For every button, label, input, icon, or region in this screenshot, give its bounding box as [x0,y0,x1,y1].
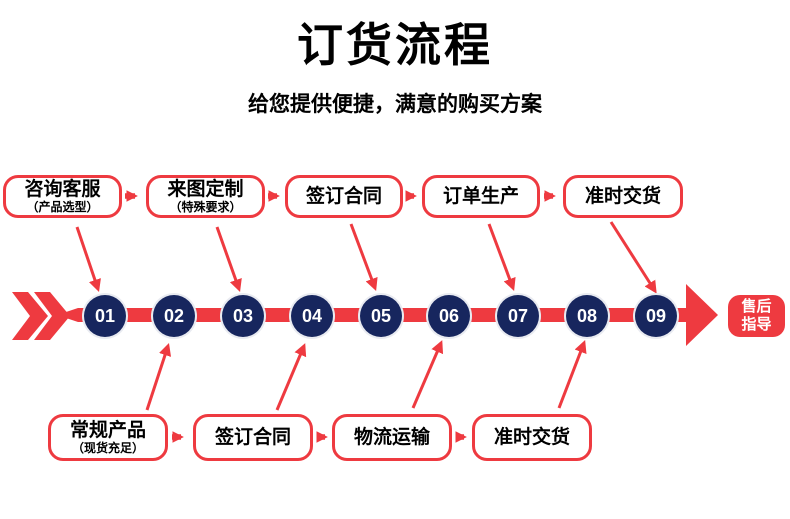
connector-arrow [75,226,101,292]
after-sale-badge-line1: 售后 [741,298,772,315]
step-box-order-production: 订单生产 [422,175,540,218]
step-box-standard-product: 常规产品 （现货充足） [48,414,168,461]
connector-arrow [349,223,378,291]
step-sublabel: （产品选型） [26,200,99,214]
step-box-consult: 咨询客服 （产品选型） [3,175,122,218]
page-title: 订货流程 [297,19,493,71]
step-box-on-time-delivery-bottom: 准时交货 [472,414,592,461]
step-label: 咨询客服 [24,179,101,200]
chevron-left-icon [12,292,48,340]
timeline-step-03: 03 [222,295,264,337]
step-box-sign-contract-bottom: 签订合同 [193,414,313,461]
chevron-left-icon [34,292,70,340]
step-box-sign-contract-top: 签订合同 [285,175,403,218]
step-sublabel: （现货充足） [71,441,144,455]
timeline-step-09: 09 [635,295,677,337]
connector-arrow [215,226,242,292]
step-label: 准时交货 [584,186,661,207]
timeline-step-08: 08 [566,295,608,337]
timeline-arrowhead-icon [686,284,718,346]
step-box-logistics: 物流运输 [332,414,452,461]
page-subtitle: 给您提供便捷，满意的购买方案 [248,93,542,116]
step-label: 物流运输 [353,427,430,448]
timeline-step-02: 02 [153,295,195,337]
timeline-step-06: 06 [428,295,470,337]
connector-arrow [145,343,172,411]
step-label: 常规产品 [69,420,146,441]
timeline-step-04: 04 [291,295,333,337]
timeline-step-07: 07 [497,295,539,337]
step-label: 准时交货 [493,427,570,448]
step-sublabel: （特殊要求） [169,200,242,214]
step-label: 签订合同 [214,427,291,448]
timeline-step-01: 01 [84,295,126,337]
connector-arrow [487,223,516,291]
step-label: 订单生产 [442,186,519,207]
connector-arrow [557,340,587,409]
after-sale-badge: 售后 指导 [728,295,785,337]
step-box-custom-drawing: 来图定制 （特殊要求） [146,175,265,218]
step-label: 来图定制 [167,179,244,200]
after-sale-badge-line2: 指导 [741,316,772,333]
connector-arrow [411,340,444,409]
connector-arrow [275,343,307,411]
step-box-on-time-delivery-top: 准时交货 [563,175,683,218]
step-label: 签订合同 [305,186,382,207]
connector-arrow [609,221,657,294]
timeline-step-05: 05 [360,295,402,337]
